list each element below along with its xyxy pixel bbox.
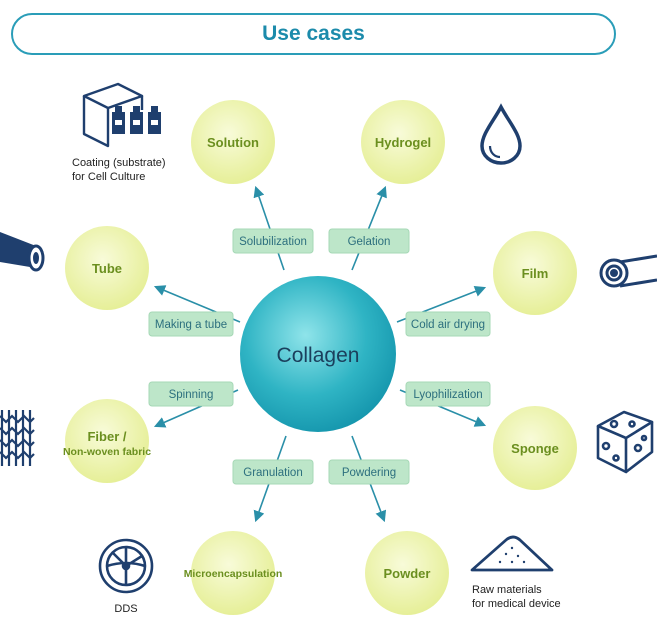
process-granulation: Granulation [232,459,314,485]
process-powdering: Powdering [328,459,410,485]
node-film: Film [493,231,577,315]
node-sponge: Sponge [493,406,577,490]
process-spinning-label: Spinning [169,389,214,401]
node-solution-label: Solution [207,135,259,150]
process-making-a-tube: Making a tube [148,311,234,337]
film-roll-icon [599,254,657,288]
node-microencapsulation: Microencapsulation [184,531,283,615]
process-making-a-tube-label: Making a tube [155,319,227,331]
dds-capsule-icon [98,538,154,594]
node-tube: Tube [65,226,149,310]
process-spinning: Spinning [148,381,234,407]
node-powder-label: Powder [384,566,431,581]
process-gelation: Gelation [328,228,410,254]
node-fiber-label-2: Non-woven fabric [63,446,151,458]
tube-icon [0,232,45,272]
node-fiber: Fiber / Non-woven fabric [63,399,151,483]
cell-culture-box-icon [82,82,161,148]
process-powdering-label: Powdering [342,467,396,479]
node-hydrogel-label: Hydrogel [375,135,431,150]
woven-fabric-icon [0,410,35,466]
node-microencapsulation-label: Microencapsulation [184,568,283,580]
caption-coating-line1: Coating (substrate) [72,157,166,169]
process-solubilization: Solubilization [232,228,314,254]
drop-highlight-icon [488,145,501,159]
process-granulation-label: Granulation [243,467,302,479]
caption-raw-line2: for medical device [472,598,561,610]
process-solubilization-label: Solubilization [239,236,307,248]
node-fiber-label-1: Fiber / [87,429,126,444]
sponge-cube-icon [596,410,654,474]
node-film-label: Film [522,266,549,281]
collagen-label: Collagen [277,344,360,367]
use-cases-header: Use cases [11,13,616,55]
node-powder: Powder [365,531,449,615]
collagen-circle [240,276,396,432]
node-hydrogel: Hydrogel [361,100,445,184]
header-title: Use cases [262,22,365,45]
process-cold-air-drying: Cold air drying [405,311,491,337]
process-gelation-label: Gelation [348,236,391,248]
process-lyophilization: Lyophilization [405,381,491,407]
node-sponge-label: Sponge [511,441,559,456]
powder-pile-icon [470,535,554,572]
process-lyophilization-label: Lyophilization [413,389,482,401]
caption-raw-line1: Raw materials [472,584,542,596]
caption-coating-line2: for Cell Culture [72,171,145,183]
node-tube-label: Tube [92,261,122,276]
drop-icon [480,103,522,165]
process-cold-air-drying-label: Cold air drying [411,319,485,331]
node-solution: Solution [191,100,275,184]
caption-dds: DDS [114,603,137,615]
